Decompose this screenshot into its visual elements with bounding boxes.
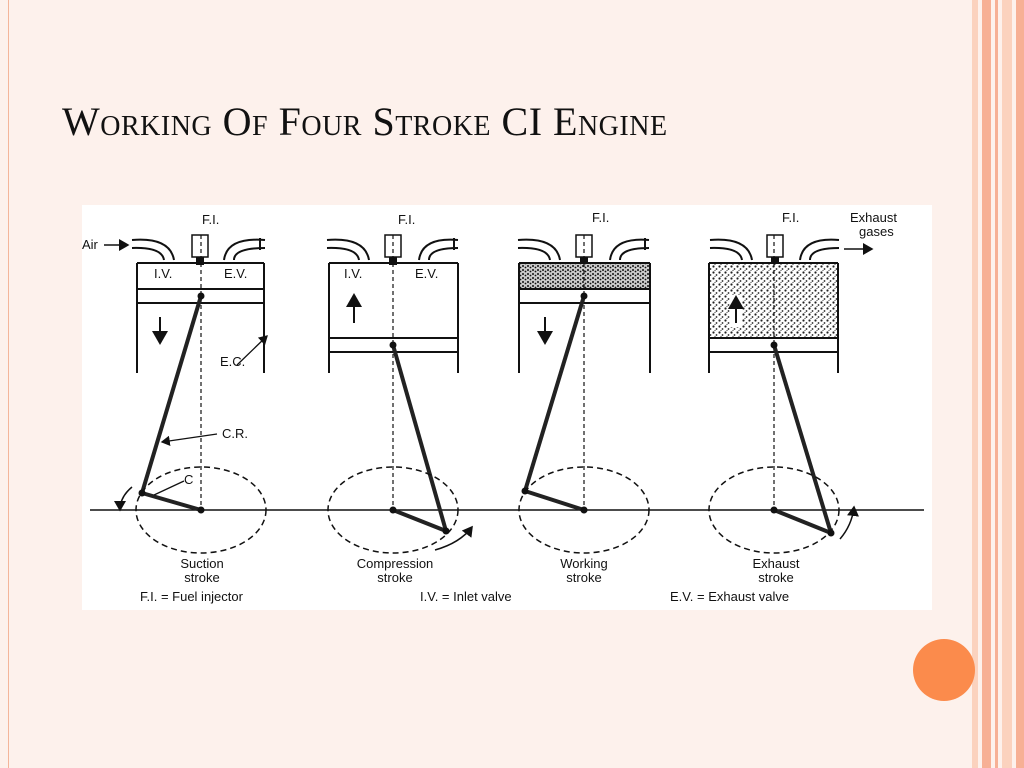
suction-stroke-caption-line1: Suction xyxy=(180,556,224,571)
working-stroke-caption-line2: stroke xyxy=(566,570,602,585)
exhaust-valve-label-2: E.V. xyxy=(415,266,439,281)
legend-inlet-valve: I.V. = Inlet valve xyxy=(420,589,512,604)
decorative-orange-circle xyxy=(913,639,975,701)
slide-title: Working Of Four Stroke CI Engine xyxy=(62,99,668,144)
fi-label-2: F.I. xyxy=(398,212,416,227)
fi-label-4: F.I. xyxy=(782,210,800,225)
slide-right-decoration xyxy=(972,0,1024,768)
connecting-rod-label: C.R. xyxy=(222,426,248,441)
engine-cylinder-label: E.C. xyxy=(220,354,246,369)
exhaust-gases-label-line1: Exhaust xyxy=(850,210,897,225)
exhaust-gases-label-line2: gases xyxy=(859,224,894,239)
legend-exhaust-valve: E.V. = Exhaust valve xyxy=(670,589,790,604)
inlet-valve-label-1: I.V. xyxy=(154,266,173,281)
compression-stroke-figure xyxy=(326,234,473,554)
exhaust-stroke-caption-line2: stroke xyxy=(758,570,794,585)
suction-stroke-caption-line2: stroke xyxy=(184,570,220,585)
working-stroke-caption-line1: Working xyxy=(560,556,608,571)
suction-stroke-figure xyxy=(104,234,268,554)
legend-fuel-injector: F.I. = Fuel injector xyxy=(140,589,243,604)
compression-stroke-caption-line2: stroke xyxy=(377,570,413,585)
compression-stroke-caption-line1: Compression xyxy=(356,556,434,571)
inlet-valve-label-2: I.V. xyxy=(344,266,363,281)
engine-diagram-drawing xyxy=(90,234,924,554)
working-stroke-figure xyxy=(517,234,651,554)
air-label: Air xyxy=(82,237,98,252)
engine-diagram: F.I. F.I. F.I. F.I. Air I.V. E.V. I.V. E… xyxy=(82,205,932,610)
fi-label-3: F.I. xyxy=(592,210,610,225)
crank-label: C xyxy=(184,472,194,487)
fi-label-1: F.I. xyxy=(202,212,220,227)
slide-left-border xyxy=(0,0,9,768)
exhaust-stroke-figure xyxy=(708,234,874,554)
exhaust-valve-label-1: E.V. xyxy=(224,266,248,281)
exhaust-stroke-caption-line1: Exhaust xyxy=(752,556,800,571)
